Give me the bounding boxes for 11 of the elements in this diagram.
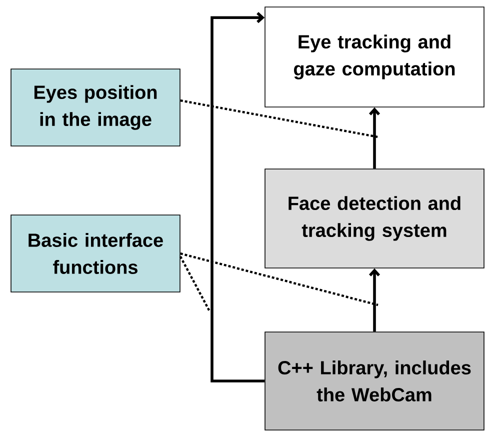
note-box: Eyes position in the image [10,68,180,146]
leader-line [180,252,378,306]
arrow [368,268,380,332]
process-box: C++ Library, includes the WebCam [264,332,484,430]
leader-line [180,99,378,138]
process-box: Eye tracking and gaze computation [264,6,484,108]
arrow [368,107,380,169]
arrow [210,12,265,382]
note-box: Basic interface functions [10,214,180,292]
process-box: Face detection and tracking system [264,168,484,268]
leader-line [179,256,211,313]
